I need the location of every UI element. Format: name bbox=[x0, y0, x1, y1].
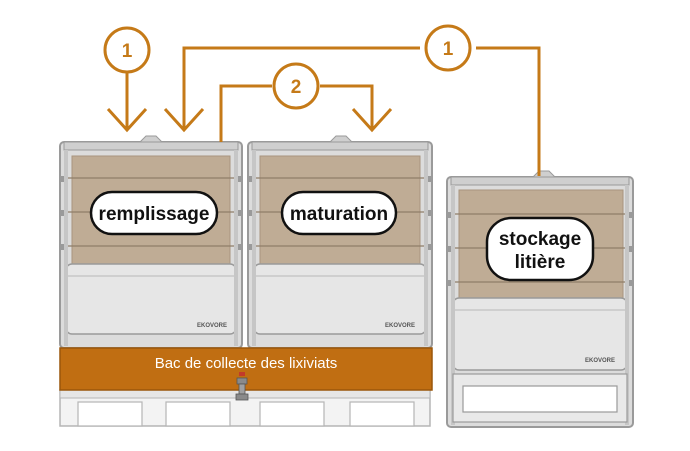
flow-arrows bbox=[106, 46, 541, 176]
maturation-bin: EKOVORE bbox=[247, 135, 433, 349]
fill-bin-brand: EKOVORE bbox=[197, 323, 227, 329]
maturation-bin-label: maturation bbox=[280, 190, 398, 236]
step-badge-2-number: 2 bbox=[291, 77, 302, 98]
storage-bin-label-line2: litière bbox=[515, 252, 566, 273]
maturation-bin-brand: EKOVORE bbox=[385, 323, 415, 329]
step-badge-1b-number: 1 bbox=[443, 39, 454, 60]
storage-bin-label-line1: stockage bbox=[499, 229, 581, 250]
step-badge-2: 2 bbox=[272, 62, 320, 110]
step-badge-1a: 1 bbox=[103, 26, 151, 74]
fill-bin-label-text: remplissage bbox=[99, 204, 210, 225]
storage-bin-brand: EKOVORE bbox=[585, 358, 615, 364]
storage-bin-label: stockage litière bbox=[485, 216, 595, 282]
drain-tap-icon bbox=[235, 372, 249, 401]
step-badge-1a-number: 1 bbox=[122, 41, 133, 62]
leachate-collection-tray: Bac de collecte des lixiviats bbox=[59, 347, 433, 401]
tray-label: Bac de collecte des lixiviats bbox=[155, 355, 338, 372]
step-badge-1b: 1 bbox=[424, 24, 472, 72]
fill-bin-label: remplissage bbox=[89, 190, 219, 236]
fill-bin: EKOVORE bbox=[59, 135, 243, 349]
maturation-bin-label-text: maturation bbox=[290, 204, 388, 225]
storage-bin: EKOVORE bbox=[446, 170, 634, 428]
